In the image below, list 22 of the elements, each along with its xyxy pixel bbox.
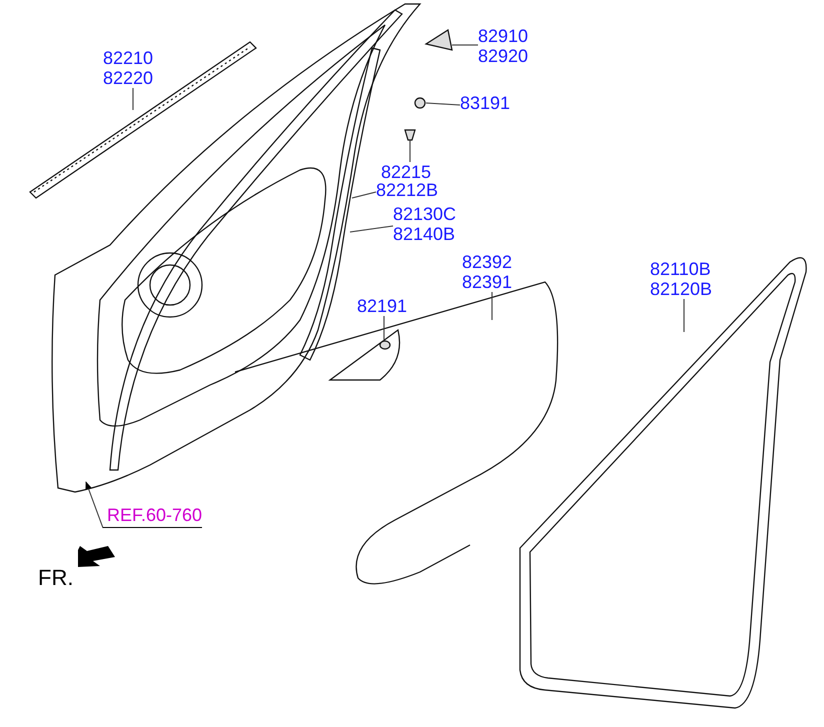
leader-line <box>452 44 478 46</box>
leader-line <box>352 192 376 198</box>
part-number: 82110B <box>650 259 712 279</box>
leader-line <box>426 102 460 106</box>
part-number: 83191 <box>460 93 510 113</box>
part-number: 82392 <box>462 252 512 272</box>
part-number: 82920 <box>478 46 528 66</box>
part-number: 82215 <box>381 162 432 182</box>
part-number: 82212B <box>376 180 438 200</box>
leader-line <box>86 481 104 528</box>
part-number: 82191 <box>357 296 408 316</box>
part-number: 82391 <box>462 272 512 292</box>
part-number: 82120B <box>650 279 712 299</box>
part-number: 82220 <box>103 68 154 88</box>
leader-line <box>350 226 394 232</box>
part-number: 82130C <box>393 204 456 224</box>
leader-line <box>132 88 134 110</box>
direction-label: FR. <box>38 565 74 591</box>
part-number: REF.60-760 <box>103 505 202 528</box>
part-number: 82210 <box>103 48 154 68</box>
part-number: 82140B <box>393 224 456 244</box>
part-number: 82910 <box>478 26 528 46</box>
